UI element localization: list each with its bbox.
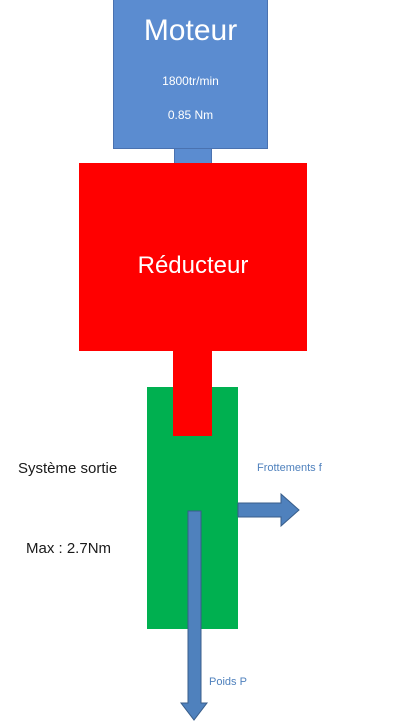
reducer-title: Réducteur <box>137 252 249 279</box>
weight-force-label: Poids P <box>209 676 247 688</box>
weight-arrow <box>179 510 209 721</box>
friction-force-label: Frottements f <box>257 462 322 474</box>
reducer-shaft <box>173 351 212 436</box>
motor-title: Moteur <box>143 14 238 47</box>
reducer-block <box>79 163 307 351</box>
motor-torque-label: 0.85 Nm <box>167 108 214 122</box>
motor-block <box>113 0 268 149</box>
motor-speed-label: 1800tr/min <box>162 74 219 88</box>
friction-arrow <box>237 492 300 528</box>
output-max-torque-label: Max : 2.7Nm <box>26 540 112 557</box>
output-system-title: Système sortie <box>18 460 118 477</box>
